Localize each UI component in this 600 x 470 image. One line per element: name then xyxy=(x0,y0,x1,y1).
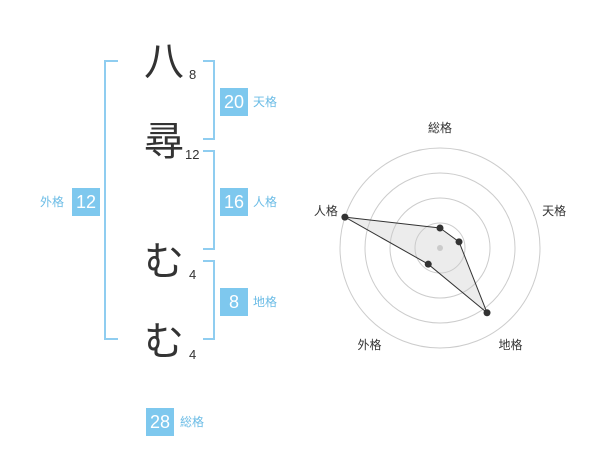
gaikaku-bracket xyxy=(104,60,118,340)
soukaku-label: 総格 xyxy=(180,415,205,429)
radar-axis-label-1: 天格 xyxy=(542,203,566,218)
radar-axis-label-3: 外格 xyxy=(357,337,381,352)
radar-point-2 xyxy=(483,309,491,317)
jinkaku-bracket xyxy=(203,150,215,250)
radar-point-4 xyxy=(341,213,349,221)
radar-points xyxy=(341,213,491,317)
jinkaku-value: 16 xyxy=(220,188,248,216)
radar-ring xyxy=(339,147,541,349)
radar-rings xyxy=(339,147,541,349)
name-char-4: む xyxy=(144,319,184,365)
stroke-count-3: 4 xyxy=(189,267,197,282)
radar-polygon xyxy=(344,216,488,314)
radar-axis-label-2: 地格 xyxy=(499,337,523,352)
radar-point-3 xyxy=(424,260,432,268)
jinkaku-label: 人格 xyxy=(253,195,278,209)
radar-axis-label-4: 人格 xyxy=(314,203,338,218)
stroke-count-2: 12 xyxy=(185,147,200,162)
name-char-3: む xyxy=(144,239,184,285)
stroke-count-1: 8 xyxy=(189,67,197,82)
radar-point-0 xyxy=(436,224,444,232)
radar-center-dot xyxy=(437,245,443,251)
gaikaku-value: 12 xyxy=(72,188,100,216)
gaikaku-label: 外格 xyxy=(40,195,65,209)
radar-point-1 xyxy=(455,238,463,246)
stroke-count-4: 4 xyxy=(189,347,197,362)
radar-area xyxy=(344,216,488,314)
chikaku-label: 地格 xyxy=(253,295,278,309)
tenkaku-bracket xyxy=(203,60,215,140)
soukaku-value: 28 xyxy=(146,408,174,436)
tenkaku-label: 天格 xyxy=(253,95,278,109)
radar-ring xyxy=(414,222,466,274)
chikaku-value: 8 xyxy=(220,288,248,316)
chikaku-bracket xyxy=(203,260,215,340)
tenkaku-value: 20 xyxy=(220,88,248,116)
radar-axis-label-0: 総格 xyxy=(428,120,452,135)
radar-ring xyxy=(389,197,491,299)
radar-ring xyxy=(364,172,516,324)
name-char-2: 尋 xyxy=(144,119,184,165)
name-char-1: 八 xyxy=(144,39,184,85)
